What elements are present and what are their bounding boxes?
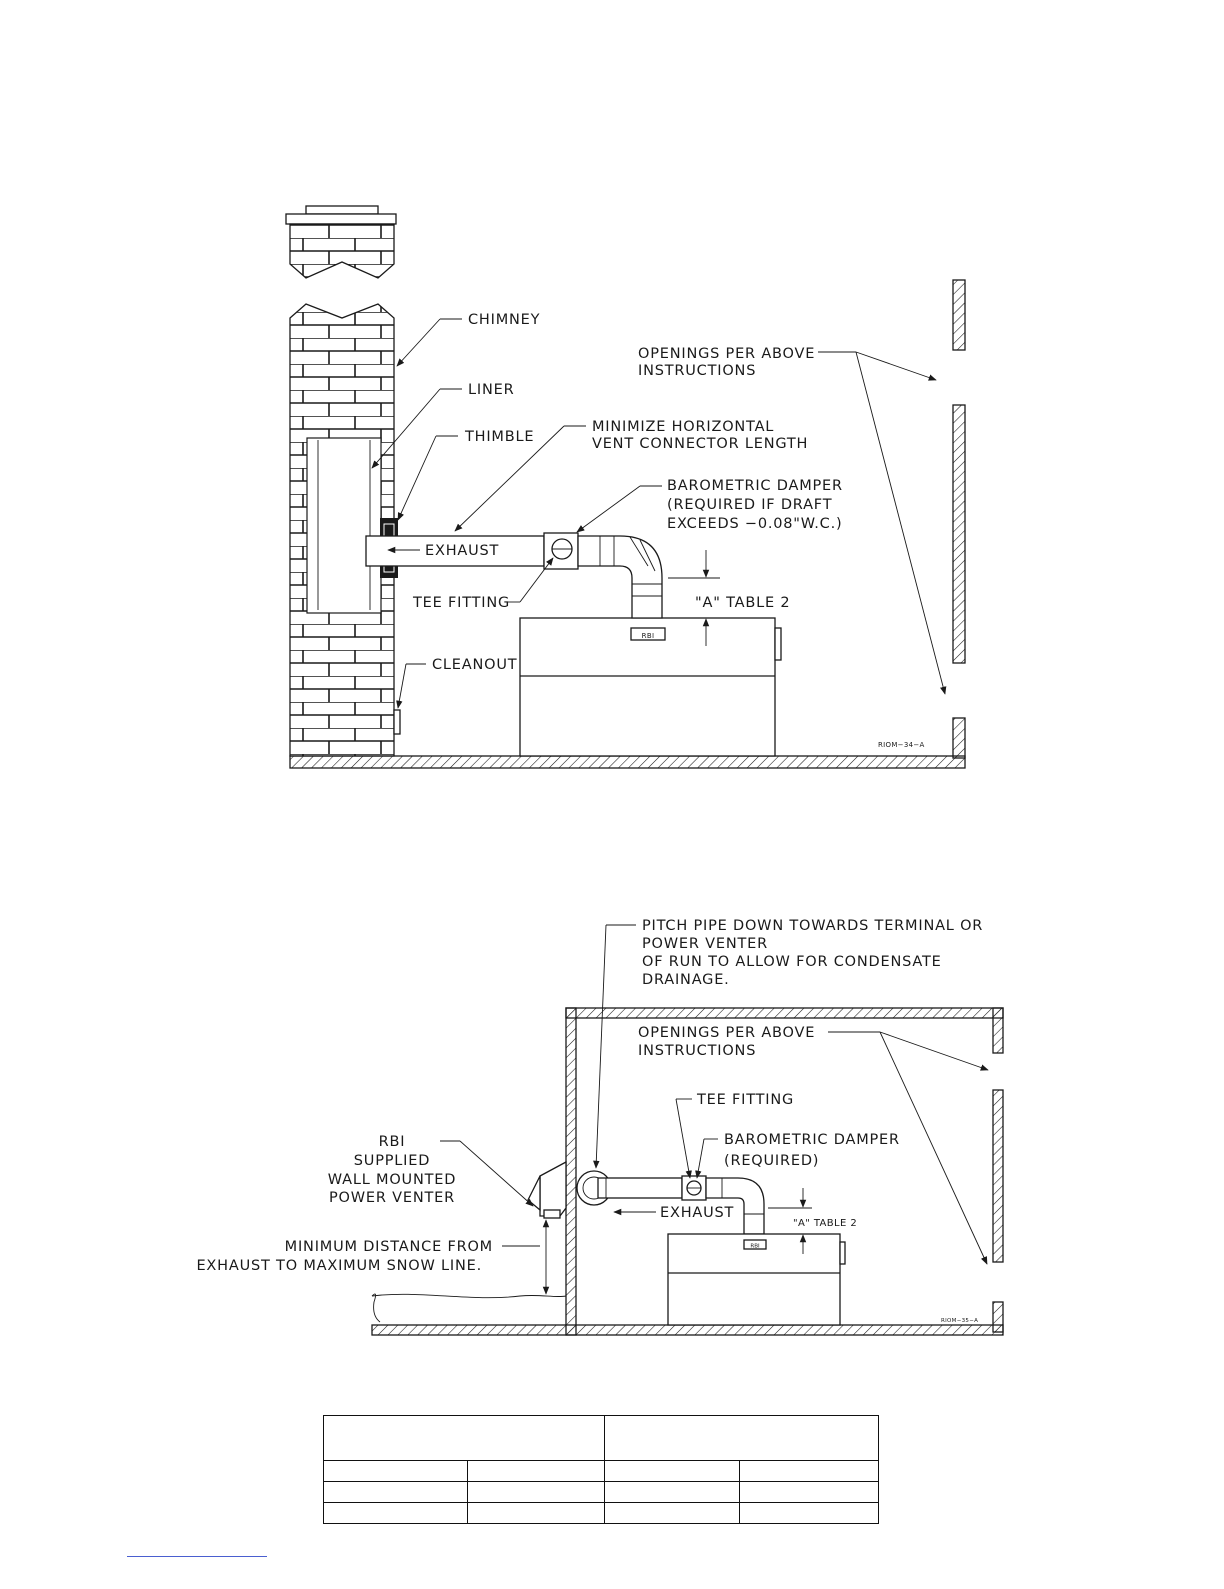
rbi-badge-text-1: RBI (642, 632, 655, 640)
label-damper-1b: (REQUIRED IF DRAFT (667, 497, 832, 513)
table-2-grid (323, 1415, 879, 1524)
right-wall-openings-1 (952, 279, 966, 759)
figure-1-chimney-venting: RBI (285, 205, 966, 769)
label-openings-1a: OPENINGS PER ABOVE (638, 346, 815, 362)
label-min-distance-1: MINIMUM DISTANCE FROM (285, 1239, 493, 1255)
table-header-cell (604, 1415, 879, 1461)
label-pitch-4: DRAINAGE. (642, 972, 730, 988)
label-venter-4: POWER VENTER (329, 1190, 455, 1206)
table-cell (604, 1481, 740, 1503)
floor-2 (371, 1324, 1004, 1336)
leaders-1 (371, 318, 947, 709)
rbi-badge-2 (743, 1239, 767, 1250)
exterior-wall-2 (565, 1007, 577, 1336)
snow-line (371, 1293, 567, 1323)
floor-1 (289, 755, 966, 769)
table-cell (467, 1460, 605, 1482)
label-pitch-3: OF RUN TO ALLOW FOR CONDENSATE (642, 954, 942, 970)
leaders-2 (440, 924, 989, 1265)
dimension-a-1 (668, 550, 720, 646)
footer-link-underline[interactable] (127, 1556, 267, 1558)
label-minimize-2: VENT CONNECTOR LENGTH (592, 436, 808, 452)
label-venter-2: SUPPLIED (354, 1153, 430, 1169)
table-header-row (323, 1415, 879, 1461)
table-header-cell (323, 1415, 605, 1461)
label-pitch-1: PITCH PIPE DOWN TOWARDS TERMINAL OR (642, 918, 983, 934)
right-wall-openings-2 (992, 1007, 1004, 1333)
table-cell (323, 1460, 468, 1482)
table-cell (739, 1460, 879, 1482)
vent-connector-2 (576, 1170, 765, 1235)
table-subheader-row (323, 1460, 879, 1482)
drawing-id-2: RIOM−35−A (941, 1318, 978, 1324)
label-damper-1c: EXCEEDS −0.08"W.C.) (667, 516, 842, 532)
table-cell (467, 1481, 605, 1503)
power-venter (527, 1160, 567, 1219)
table-cell (467, 1502, 605, 1524)
vent-elbow-1 (577, 535, 663, 619)
table-cell (323, 1502, 468, 1524)
label-exhaust-2: EXHAUST (660, 1205, 734, 1221)
table-row (323, 1502, 879, 1524)
label-minimize-1: MINIMIZE HORIZONTAL (592, 419, 774, 435)
table-cell (739, 1481, 879, 1503)
label-liner: LINER (468, 382, 514, 398)
label-min-distance-2: EXHAUST TO MAXIMUM SNOW LINE. (196, 1258, 482, 1274)
chimney-cap (285, 205, 397, 279)
label-cleanout: CLEANOUT (432, 657, 517, 673)
table-cell (739, 1502, 879, 1524)
table-row (323, 1481, 879, 1503)
label-a-table-1: "A" TABLE 2 (695, 595, 790, 611)
drawing-id-1: RIOM−34−A (878, 741, 925, 749)
rbi-badge-1 (630, 627, 666, 641)
label-a-table-2: "A" TABLE 2 (793, 1218, 857, 1229)
label-tee-fitting-2: TEE FITTING (696, 1092, 794, 1108)
label-exhaust-1: EXHAUST (425, 543, 499, 559)
label-tee-fitting-1: TEE FITTING (412, 595, 510, 611)
label-damper-2a: BAROMETRIC DAMPER (724, 1132, 900, 1148)
table-cell (604, 1460, 740, 1482)
label-openings-2a: OPENINGS PER ABOVE (638, 1025, 815, 1041)
ceiling-2 (565, 1007, 1004, 1019)
label-damper-1a: BAROMETRIC DAMPER (667, 478, 843, 494)
label-venter-3: WALL MOUNTED (328, 1172, 456, 1188)
label-openings-2b: INSTRUCTIONS (638, 1043, 756, 1059)
label-venter-1: RBI (379, 1134, 406, 1150)
figure-2-power-venter: RBI (196, 918, 1004, 1336)
boiler-2: RBI (667, 1233, 846, 1326)
boiler-1: RBI (519, 617, 782, 757)
cleanout-door (393, 709, 401, 735)
label-damper-2b: (REQUIRED) (724, 1153, 819, 1169)
label-pitch-2: POWER VENTER (642, 936, 768, 952)
chimney-liner (306, 437, 382, 614)
label-chimney: CHIMNEY (468, 312, 540, 328)
label-thimble: THIMBLE (464, 429, 534, 445)
table-cell (604, 1502, 740, 1524)
dimension-a-2 (768, 1188, 812, 1254)
vent-connector-1 (365, 532, 663, 619)
label-openings-1b: INSTRUCTIONS (638, 363, 756, 379)
table-cell (323, 1481, 468, 1503)
rbi-badge-text-2: RBI (750, 1244, 760, 1250)
chimney-body (289, 303, 401, 757)
